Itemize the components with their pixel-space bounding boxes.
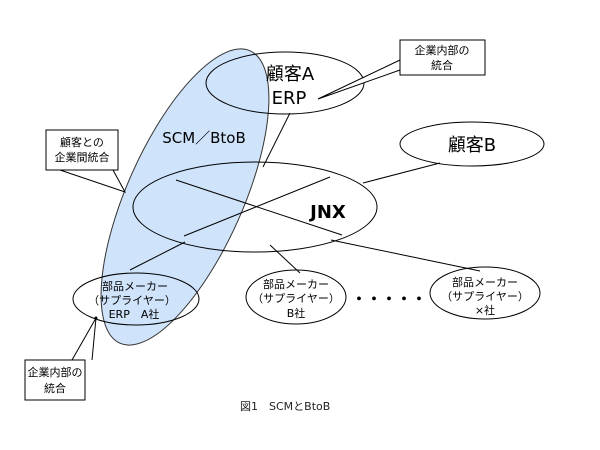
callout-left-line1: 顧客との [60,135,104,149]
scm-btob-label: SCM／BtoB [162,129,246,147]
supplier-b-line2: （サプライヤー） [252,292,340,305]
supplier-a-line2: （サプライヤー） [88,294,176,307]
customer-b-name: 顧客B [448,135,496,156]
scm-btob-ellipse [100,48,270,346]
jnx-label: JNX [308,202,346,223]
link-jnx-customer-b [362,162,441,184]
customer-a-erp: ERP [272,88,307,109]
jnx-cross-line-2 [183,176,331,237]
link-jnx-supplier-a [129,241,186,271]
callout-top-line1: 企業内部の [415,43,470,57]
callout-top-line2: 統合 [431,58,453,72]
supplier-a-line3: ERP A社 [109,307,160,321]
supplier-b-line3: B社 [287,306,306,320]
customer-a-name: 顧客A [266,64,315,85]
supplier-a-line1: 部品メーカー [102,279,168,293]
callout-internal-integration-top: 企業内部の 統合 [317,39,486,100]
supplier-x-line3: ×社 [475,303,495,317]
more-suppliers-ellipsis: ・・・・・ [351,290,426,308]
supplier-x-line1: 部品メーカー [452,275,518,289]
jnx-cross-line-1 [175,179,343,236]
callout-inter-company-integration: 顧客との 企業間統合 [45,129,127,193]
callout-internal-integration-bottom: 企業内部の 統合 [24,316,98,401]
supplier-b-ellipse [245,269,347,325]
callout-bottom-line1: 企業内部の [28,365,83,379]
supplier-a-ellipse [72,272,200,326]
link-jnx-supplier-b [269,244,301,274]
supplier-x-line2: （サプライヤー） [441,290,529,303]
figure-caption: 図1 SCMとBtoB [240,400,330,413]
supplier-b-line1: 部品メーカー [263,277,329,291]
callout-bottom-line2: 統合 [44,381,66,395]
jnx-ellipse [132,161,378,253]
link-jnx-supplier-x [330,239,481,272]
supplier-x-ellipse [429,266,541,320]
link-jnx-customer-a [262,112,291,168]
callout-left-line2: 企業間統合 [55,150,110,164]
customer-b-ellipse [399,121,545,167]
